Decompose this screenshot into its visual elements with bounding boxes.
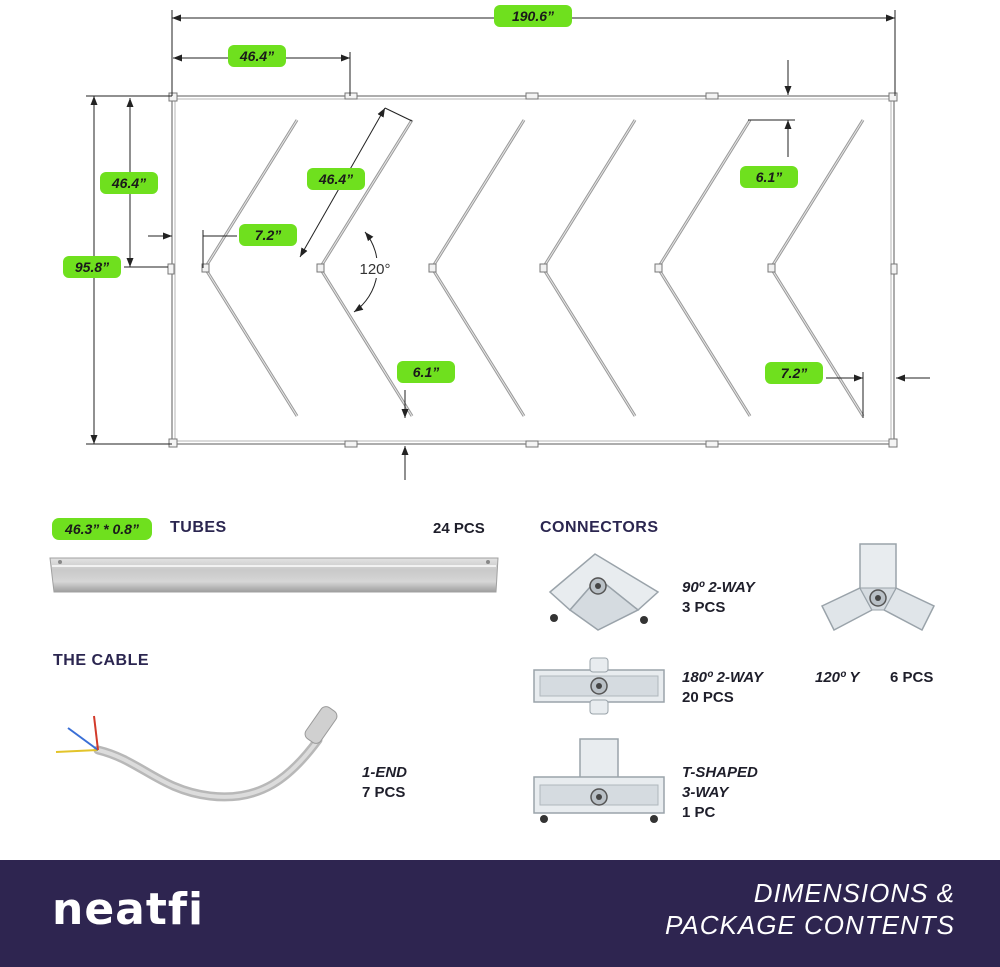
tube-size-badge: 46.3” * 0.8”	[52, 518, 152, 540]
label-left-gap: 7.2”	[239, 224, 297, 246]
connector-180-quantity: 20 PCS	[682, 689, 734, 706]
label-top-gap: 6.1”	[740, 166, 798, 188]
connector-90-name: 90º 2-WAY	[682, 579, 755, 596]
connector-y-quantity: 6 PCS	[890, 669, 934, 686]
chevron-highlight-5	[657, 119, 751, 417]
tubes-quantity: 24 PCS	[433, 520, 485, 537]
connectors-title: CONNECTORS	[540, 519, 659, 536]
tubes-title: TUBES	[170, 519, 227, 536]
label-tube-length: 46.4”	[307, 168, 365, 190]
cable-info: 1-END 7 PCS	[362, 763, 407, 803]
connector-90-info: 90º 2-WAY 3 PCS	[682, 578, 755, 618]
chevron-joint-4	[539, 263, 548, 273]
label-right-gap: 7.2”	[765, 362, 823, 384]
svg-text:6.1”: 6.1”	[413, 364, 439, 380]
svg-text:46.4”: 46.4”	[111, 175, 146, 191]
connector-180-info: 180º 2-WAY 20 PCS	[682, 668, 763, 708]
connector-t-name: T-SHAPED	[682, 764, 758, 781]
svg-text:120°: 120°	[359, 261, 390, 278]
chevron-joint-5	[654, 263, 663, 273]
chevron-joint-2	[316, 263, 325, 273]
dimension-diagram: 190.6” 46.4” 46.4” 95.8” 46.4” 7.2” 120°…	[63, 5, 930, 480]
dimension-lines	[86, 10, 930, 480]
label-overall-width: 190.6”	[494, 5, 572, 27]
label-angle: 120°	[350, 258, 400, 278]
chevron-joint-1	[201, 263, 210, 273]
connector-y-image	[820, 543, 936, 632]
footer-banner	[0, 860, 1000, 967]
frame-joints	[167, 92, 898, 448]
footer-title: DIMENSIONS & PACKAGE CONTENTS	[665, 877, 955, 941]
chevron-highlight-1	[204, 119, 298, 417]
chevron-1	[203, 119, 299, 417]
chevron-5	[656, 119, 752, 417]
label-top-offset-width: 46.4”	[228, 45, 286, 67]
chevron-joint-3	[428, 263, 437, 273]
svg-text:95.8”: 95.8”	[75, 259, 109, 275]
connector-90-image	[548, 553, 660, 631]
svg-text:190.6”: 190.6”	[512, 8, 554, 24]
svg-text:46.4”: 46.4”	[239, 48, 274, 64]
label-half-height: 46.4”	[100, 172, 158, 194]
connector-180-image	[533, 657, 665, 715]
chevron-highlight-4	[542, 119, 636, 417]
footer-title-line1: DIMENSIONS &	[753, 878, 955, 908]
svg-text:6.1”: 6.1”	[756, 169, 782, 185]
tube-image	[49, 557, 499, 593]
label-overall-height: 95.8”	[63, 256, 121, 278]
cable-image	[55, 706, 338, 802]
chevron-joint-6	[767, 263, 776, 273]
connector-y-name: 120º Y	[815, 669, 860, 686]
svg-text:46.4”: 46.4”	[318, 171, 353, 187]
chevron-tubes	[201, 119, 865, 417]
cable-title: THE CABLE	[53, 652, 150, 669]
cable-name: 1-END	[362, 764, 408, 781]
connector-t-info: T-SHAPED 3-WAY 1 PC	[682, 763, 758, 823]
footer-title-line2: PACKAGE CONTENTS	[664, 910, 955, 940]
label-bottom-gap: 6.1”	[397, 361, 455, 383]
chevron-4	[541, 119, 637, 417]
svg-text:7.2”: 7.2”	[781, 365, 807, 381]
brand-logo: neatfi	[52, 884, 205, 935]
connector-t-quantity: 1 PC	[682, 804, 716, 821]
svg-text:7.2”: 7.2”	[255, 227, 281, 243]
cable-quantity: 7 PCS	[362, 784, 406, 801]
connector-180-name: 180º 2-WAY	[682, 669, 764, 686]
connector-t-image	[533, 738, 665, 823]
connector-90-quantity: 3 PCS	[682, 599, 726, 616]
connector-t-name-2: 3-WAY	[682, 784, 729, 801]
